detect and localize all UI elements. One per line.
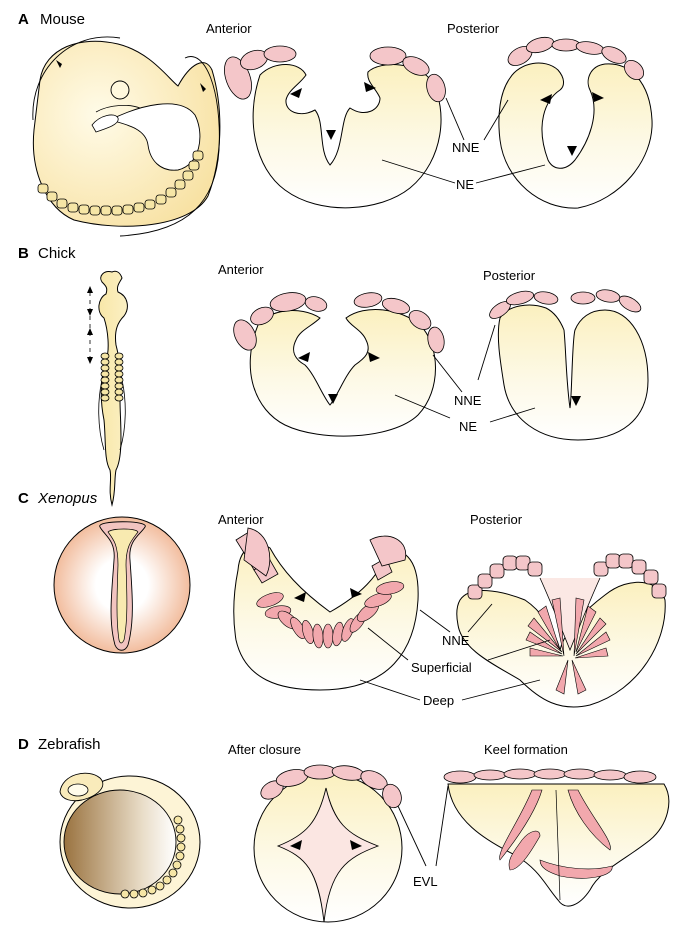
- panel-d-organism: Zebrafish: [38, 736, 101, 753]
- panel-c-label-nne: NNE: [442, 633, 470, 648]
- panel-a-nne-leader-left: [446, 98, 464, 140]
- panel-b-label-nne: NNE: [454, 393, 482, 408]
- panel-a-label-ne: NE: [456, 177, 474, 192]
- panel-c-letter: C: [18, 490, 29, 507]
- zebrafish-after-closure-section: [254, 764, 405, 922]
- panel-c-stage-right: Posterior: [470, 512, 523, 527]
- panel-a-stage-right: Posterior: [447, 21, 500, 36]
- panel-b-label-ne: NE: [459, 419, 477, 434]
- panel-c-stage-left: Anterior: [218, 512, 264, 527]
- panel-d-evl-leader-left: [398, 806, 426, 866]
- zebrafish-evl-cells: [444, 769, 656, 783]
- panel-a-label-nne: NNE: [452, 140, 480, 155]
- panel-c-deep-leader-right: [462, 680, 540, 700]
- chick-anterior-section: [229, 290, 446, 436]
- panel-d-label-evl: EVL: [413, 874, 438, 889]
- panel-a: A Mouse Anterior Posterior: [18, 11, 652, 236]
- panel-b-stage-right: Posterior: [483, 268, 536, 283]
- zebrafish-embryo-illustration: [60, 773, 200, 908]
- panel-b-nne-leader-right: [478, 325, 495, 380]
- chick-embryo-illustration: [87, 271, 127, 505]
- panel-d-stage-left: After closure: [228, 742, 301, 757]
- panel-b-stage-left: Anterior: [218, 262, 264, 277]
- xenopus-posterior-section: [457, 554, 666, 707]
- panel-c-deep-leader-left: [360, 680, 420, 700]
- zebrafish-keel-formation-section: [444, 769, 669, 906]
- xenopus-embryo-illustration: [54, 517, 190, 653]
- panel-a-stage-left: Anterior: [206, 21, 252, 36]
- panel-c-label-superficial: Superficial: [411, 660, 472, 675]
- panel-a-organism: Mouse: [40, 11, 85, 28]
- panel-c-nne-leader-left: [420, 610, 450, 632]
- panel-d-evl-leader-right: [436, 786, 448, 866]
- panel-b-letter: B: [18, 245, 29, 262]
- mouse-anterior-section: [219, 46, 448, 208]
- panel-c-label-deep: Deep: [423, 693, 454, 708]
- panel-a-letter: A: [18, 11, 29, 28]
- mouse-posterior-section: [499, 35, 652, 208]
- panel-b-nne-leader-left: [433, 355, 462, 392]
- panel-d: D Zebrafish After closure Keel formation: [18, 736, 669, 922]
- chick-posterior-section: [487, 288, 648, 440]
- panel-c-organism: Xenopus: [37, 490, 98, 507]
- panel-d-stage-right: Keel formation: [484, 742, 568, 757]
- panel-b: B Chick Anterior Posterior: [18, 245, 648, 505]
- panel-d-letter: D: [18, 736, 29, 753]
- panel-b-organism: Chick: [38, 245, 76, 262]
- panel-c: C Xenopus Anterior Posterior: [18, 490, 666, 708]
- mouse-embryo-illustration: [33, 37, 220, 236]
- xenopus-anterior-section: [234, 528, 418, 690]
